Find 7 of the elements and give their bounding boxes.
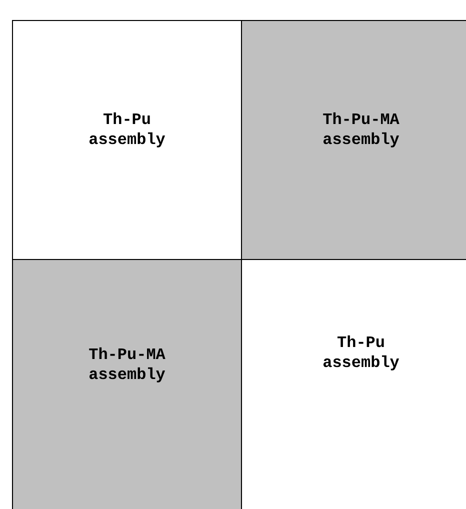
cell-label: Th-Pu assembly — [322, 333, 400, 373]
cell-label: Th-Pu assembly — [88, 110, 166, 150]
assembly-cell — [12, 259, 242, 509]
cell-label: Th-Pu-MA assembly — [88, 345, 166, 385]
cell-label: Th-Pu-MA assembly — [322, 110, 400, 150]
assembly-cell — [12, 20, 242, 260]
assembly-cell — [241, 20, 466, 260]
